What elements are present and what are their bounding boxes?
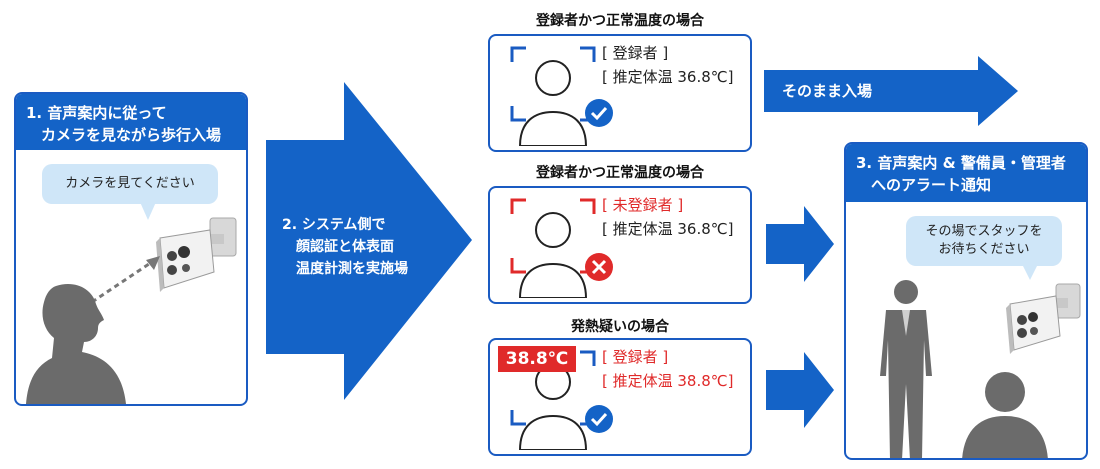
case2-title: 登録者かつ正常温度の場合 [536,165,704,181]
case2-box: [ 未登録者 ] [ 推定体温 36.8℃] [488,186,752,304]
face-frame [510,46,596,146]
alert-arrow-2 [766,352,834,428]
check-icon [585,99,613,127]
alert-arrow-1 [766,206,834,282]
person-profile-icon [26,284,126,404]
step3-bubble-tail [1022,264,1038,280]
case2-line2: [ 推定体温 36.8℃] [602,220,734,238]
case1-box: [ 登録者 ] [ 推定体温 36.8℃] [488,34,752,152]
step1-speech-bubble: カメラを見てください [42,164,218,204]
case3-title: 発熱疑いの場合 [571,319,669,335]
enter-arrow-text: そのまま入場 [782,82,873,100]
case3-box: 38.8℃ [ 登録者 ] [ 推定体温 38.8℃] [488,338,752,456]
case2-line1: [ 未登録者 ] [602,196,684,214]
temperature-badge: 38.8℃ [498,346,576,372]
step1-panel: 1. 音声案内に従って カメラを見ながら歩行入場 カメラを見てください [14,92,248,406]
camera-icon [156,217,237,292]
case1-line2: [ 推定体温 36.8℃] [602,68,734,86]
step1-bubble-tail [140,202,156,220]
cross-icon [585,253,613,281]
gaze-arrow [91,256,160,304]
step2-text: 2. システム側で 顔認証と体表面 温度計測を実施場 [282,217,408,277]
step3-title: 3. 音声案内 & 警備員・管理者 へのアラート通知 [846,144,1086,202]
step2-big-arrow [266,82,472,400]
security-guard-icon [880,280,932,458]
enter-arrow [764,56,1018,126]
case3-line2: [ 推定体温 38.8℃] [602,372,734,390]
case1-line1: [ 登録者 ] [602,44,669,62]
case1-title: 登録者かつ正常温度の場合 [536,13,704,29]
face-frame [510,198,596,298]
step1-title: 1. 音声案内に従って カメラを見ながら歩行入場 [16,94,246,150]
manager-icon [962,372,1048,458]
step3-panel: 3. 音声案内 & 警備員・管理者 へのアラート通知 その場でスタッフを お待ち… [844,142,1088,460]
face-frame [510,350,596,450]
camera-icon [1006,283,1081,354]
step3-speech-bubble: その場でスタッフを お待ちください [906,216,1062,266]
check-icon [585,405,613,433]
case3-line1: [ 登録者 ] [602,348,669,366]
